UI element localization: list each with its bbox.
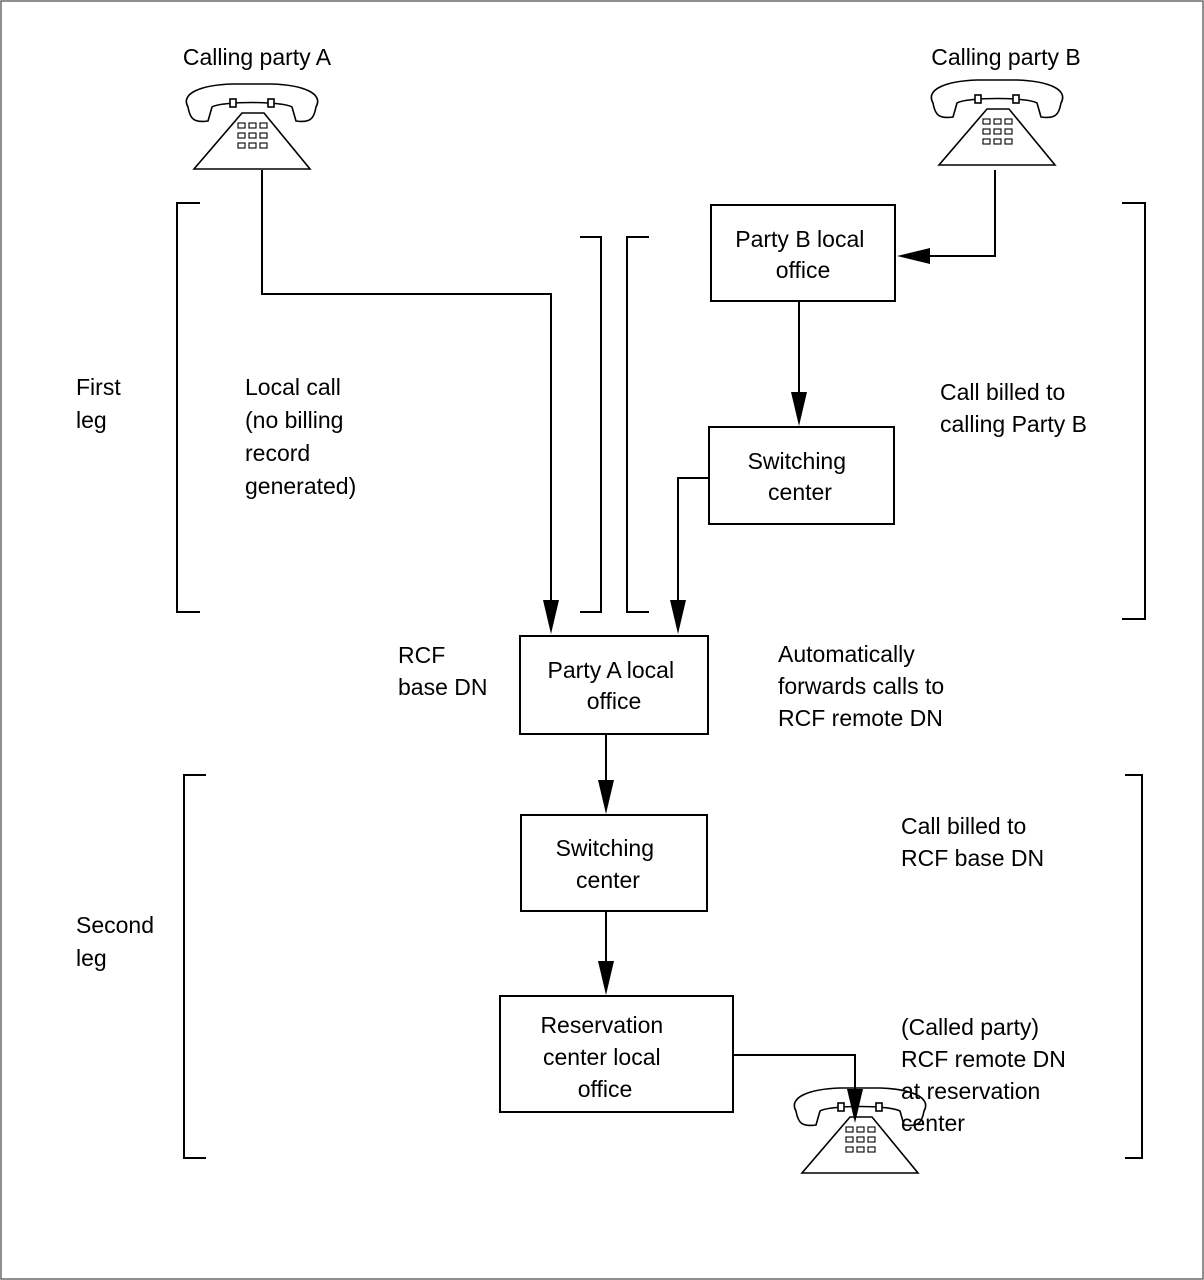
local-call-bracket <box>580 236 602 613</box>
billed-to-party-b-note: Call billed to calling Party B <box>940 379 1087 437</box>
party-b-call-bracket <box>626 236 649 613</box>
arrowhead <box>847 1089 863 1123</box>
reservation-to-phone-connector <box>733 1054 856 1090</box>
telephone-icon <box>930 79 1064 166</box>
second-leg-label: Second leg <box>76 912 160 971</box>
switching-center-bottom-label: Switching center <box>556 835 661 893</box>
arrowhead <box>897 248 930 264</box>
arrowhead <box>598 961 614 995</box>
telephone-icon <box>185 83 319 170</box>
phone-b-connector <box>928 170 996 257</box>
switching-center-top-label: Switching center <box>748 448 853 505</box>
first-leg-right-bracket <box>1122 202 1146 620</box>
switching-to-party-a-connector <box>677 477 709 600</box>
party-a-local-office-label: Party A local office <box>548 657 681 714</box>
rcf-base-dn-label: RCF base DN <box>398 642 487 700</box>
billed-to-base-dn-note: Call billed to RCF base DN <box>901 813 1044 871</box>
party-b-local-office-box <box>710 204 896 302</box>
first-leg-label: First leg <box>76 374 127 433</box>
local-call-note: Local call (no billing record generated) <box>245 374 356 499</box>
calling-party-a-label: Calling party A <box>183 44 332 70</box>
second-leg-right-bracket <box>1125 774 1143 1159</box>
party-b-local-office-label: Party B local office <box>735 226 871 283</box>
reservation-center-office-label: Reservation center local office <box>540 1012 669 1102</box>
arrowhead <box>670 600 686 634</box>
phone-a-connector <box>261 170 552 600</box>
switching-center-top-box <box>708 426 895 525</box>
first-leg-left-bracket <box>176 202 200 613</box>
arrowhead <box>598 780 614 814</box>
called-party-note: (Called party) RCF remote DN at reservat… <box>901 1014 1072 1136</box>
arrowhead <box>543 600 559 634</box>
calling-party-b-label: Calling party B <box>931 44 1081 70</box>
party-a-local-office-box <box>519 635 709 735</box>
reservation-center-office-box <box>499 995 734 1113</box>
arrowhead <box>791 392 807 426</box>
auto-forward-note: Automatically forwards calls to RCF remo… <box>778 641 951 731</box>
switching-center-bottom-box <box>520 814 708 912</box>
second-leg-left-bracket <box>183 774 206 1159</box>
